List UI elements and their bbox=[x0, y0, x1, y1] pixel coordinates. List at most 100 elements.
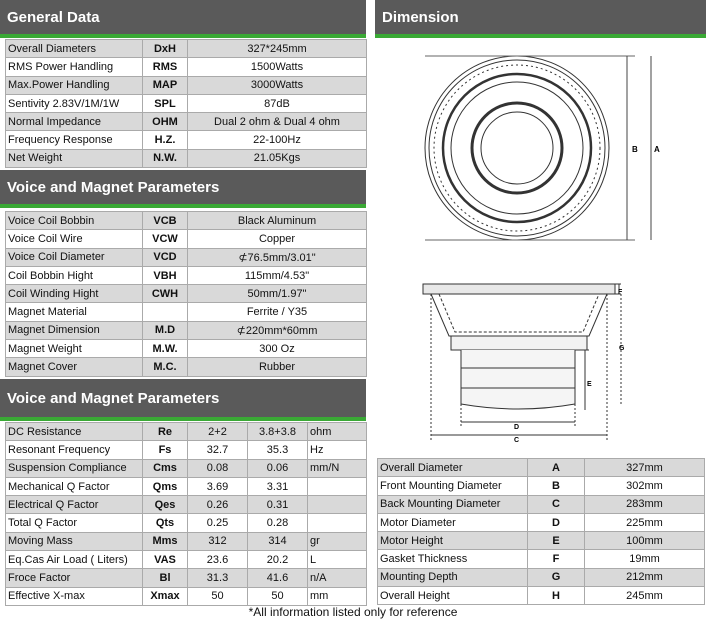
general-row-cell: N.W. bbox=[142, 148, 188, 169]
ts-row-cell: Mms bbox=[142, 531, 188, 552]
dim-row-cell: Back Mounting Diameter bbox=[377, 494, 528, 514]
voice-row-cell: Magnet Dimension bbox=[5, 320, 143, 341]
voice-magnet-header-2: Voice and Magnet Parameters bbox=[0, 379, 366, 421]
general-row-cell: 21.05Kgs bbox=[187, 148, 367, 169]
general-row-cell: Normal Impedance bbox=[5, 112, 143, 132]
voice-row-cell: 115mm/4.53" bbox=[187, 265, 367, 286]
voice-row-cell: VCD bbox=[142, 247, 188, 267]
dim-row-cell: 225mm bbox=[584, 512, 705, 533]
voice-row-cell: M.D bbox=[142, 320, 188, 341]
general-row-cell: 1500Watts bbox=[187, 57, 367, 77]
general-row-cell: H.Z. bbox=[142, 130, 188, 150]
voice-row-cell: ⊄220mm*60mm bbox=[187, 320, 367, 341]
ts-row-cell: 0.26 bbox=[187, 495, 248, 515]
dim-row-cell: B bbox=[527, 476, 585, 496]
general-row-cell: 3000Watts bbox=[187, 75, 367, 95]
ts-row-cell: Fs bbox=[142, 440, 188, 460]
voice-row-cell bbox=[142, 302, 188, 322]
ts-row-cell: mm bbox=[307, 586, 367, 606]
dim-row-cell: F bbox=[527, 549, 585, 569]
ts-row-cell: DC Resistance bbox=[5, 421, 143, 442]
dim-label-b: B bbox=[632, 145, 638, 154]
voice-row-cell: Voice Coil Bobbin bbox=[5, 210, 143, 231]
general-row-cell: MAP bbox=[142, 75, 188, 95]
general-row-cell: RMS bbox=[142, 57, 188, 77]
voice-row-cell: 50mm/1.97" bbox=[187, 284, 367, 304]
general-row-cell: 22-100Hz bbox=[187, 130, 367, 150]
ts-row-cell: Total Q Factor bbox=[5, 513, 143, 533]
general-row-cell: Net Weight bbox=[5, 148, 143, 169]
dim-label-c: C bbox=[514, 437, 519, 444]
dim-row-cell: Mounting Depth bbox=[377, 567, 528, 588]
ts-row-cell: Qes bbox=[142, 495, 188, 515]
ts-row-cell: 314 bbox=[247, 531, 308, 552]
general-row-cell: Overall Diameters bbox=[5, 38, 143, 59]
dimension-header: Dimension bbox=[375, 0, 706, 38]
ts-row-cell: Froce Factor bbox=[5, 568, 143, 588]
ts-row-cell: VAS bbox=[142, 550, 188, 570]
ts-row-cell: L bbox=[307, 550, 367, 570]
dim-row-cell: 302mm bbox=[584, 476, 705, 496]
dim-label-f: F bbox=[618, 289, 623, 296]
ts-row-cell: 50 bbox=[187, 586, 248, 606]
voice-row-cell: Ferrite / Y35 bbox=[187, 302, 367, 322]
ts-row-cell: 3.8+3.8 bbox=[247, 421, 308, 442]
ts-row-cell: Mechanical Q Factor bbox=[5, 476, 143, 497]
general-row-cell: Max.Power Handling bbox=[5, 75, 143, 95]
general-row-cell: OHM bbox=[142, 112, 188, 132]
ts-row-cell: Suspension Compliance bbox=[5, 458, 143, 478]
voice-row-cell: Magnet Weight bbox=[5, 339, 143, 359]
dim-row-cell: Gasket Thickness bbox=[377, 549, 528, 569]
dim-row-cell: Overall Diameter bbox=[377, 457, 528, 478]
reference-note: *All information listed only for referen… bbox=[248, 605, 458, 619]
general-row-cell: Sentivity 2.83V/1M/1W bbox=[5, 93, 143, 114]
dim-row-cell: 100mm bbox=[584, 531, 705, 551]
voice-row-cell: 300 Oz bbox=[187, 339, 367, 359]
voice-row-cell: M.W. bbox=[142, 339, 188, 359]
dim-row-cell: 283mm bbox=[584, 494, 705, 514]
ts-row-cell: mm/N bbox=[307, 458, 367, 478]
ts-row-cell: n/A bbox=[307, 568, 367, 588]
voice-row-cell: M.C. bbox=[142, 357, 188, 377]
general-row-cell: Dual 2 ohm & Dual 4 ohm bbox=[187, 112, 367, 132]
general-data-header: General Data bbox=[0, 0, 366, 38]
dim-row-cell: Front Mounting Diameter bbox=[377, 476, 528, 496]
voice-row-cell: Coil Winding Hight bbox=[5, 284, 143, 304]
voice-magnet-header-1: Voice and Magnet Parameters bbox=[0, 170, 366, 208]
ts-row-cell: 0.06 bbox=[247, 458, 308, 478]
voice-row-cell: Copper bbox=[187, 229, 367, 249]
ts-row-cell: 50 bbox=[247, 586, 308, 606]
voice-row-cell: Voice Coil Diameter bbox=[5, 247, 143, 267]
voice-row-cell: Coil Bobbin Hight bbox=[5, 265, 143, 286]
ts-row-cell: 0.08 bbox=[187, 458, 248, 478]
ts-row-cell: 32.7 bbox=[187, 440, 248, 460]
general-row-cell: RMS Power Handling bbox=[5, 57, 143, 77]
voice-row-cell: Voice Coil Wire bbox=[5, 229, 143, 249]
ts-row-cell: Hz bbox=[307, 440, 367, 460]
dim-row-cell: G bbox=[527, 567, 585, 588]
ts-row-cell: Re bbox=[142, 421, 188, 442]
ts-row-cell: 41.6 bbox=[247, 568, 308, 588]
general-row-cell: 87dB bbox=[187, 93, 367, 114]
dim-label-a: A bbox=[654, 145, 660, 154]
